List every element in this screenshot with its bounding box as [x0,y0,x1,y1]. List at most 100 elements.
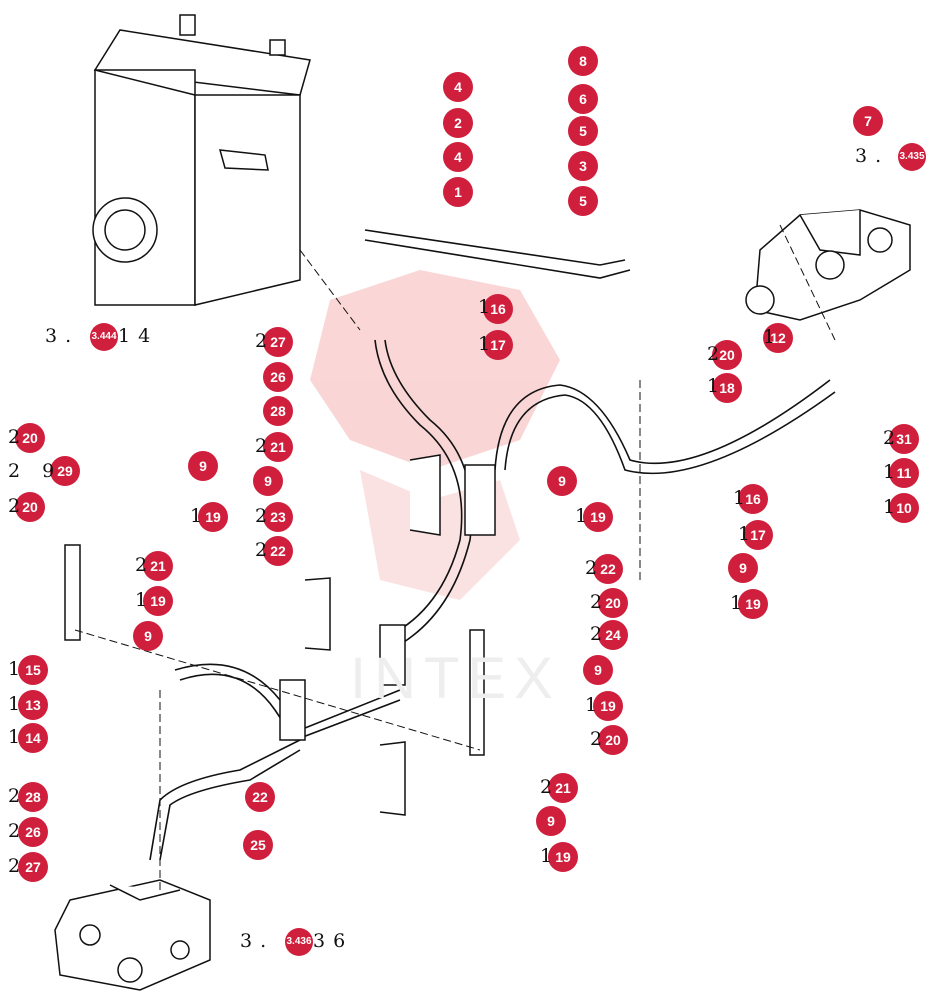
callout-22[interactable]: 22 [245,782,275,812]
reference-3-435-badge[interactable]: 3.435 [898,143,926,171]
label-fragment: 2 [255,505,268,527]
callout-19[interactable]: 19 [198,502,228,532]
callout-18[interactable]: 18 [712,373,742,403]
callout-23[interactable]: 23 [263,502,293,532]
callout-15[interactable]: 15 [18,655,48,685]
label-fragment: 1 [733,487,746,509]
control-valve [54,879,211,991]
callout-25[interactable]: 25 [243,830,273,860]
reference-3-444-badge[interactable]: 3.444 [90,323,118,351]
callout-4[interactable]: 4 [443,142,473,172]
label-fragment: 2 [8,855,21,877]
label-fragment: 2 [8,820,21,842]
label-fragment: 2 [255,435,268,457]
callout-1[interactable]: 1 [443,177,473,207]
callout-2[interactable]: 2 [443,108,473,138]
label-fragment: 1 [8,726,21,748]
callout-29[interactable]: 29 [50,456,80,486]
callout-17[interactable]: 17 [483,330,513,360]
callout-9[interactable]: 9 [188,451,218,481]
callout-10[interactable]: 10 [889,493,919,523]
callout-13[interactable]: 13 [18,690,48,720]
callout-16[interactable]: 16 [738,484,768,514]
callout-9[interactable]: 9 [583,655,613,685]
callout-28[interactable]: 28 [18,782,48,812]
label-fragment: 2 [707,343,720,365]
callout-21[interactable]: 21 [263,432,293,462]
label-fragment: 2 [590,591,603,613]
callout-6[interactable]: 6 [568,84,598,114]
reference-3-436-suffix: 3 6 [313,930,347,952]
callout-9[interactable]: 9 [253,466,283,496]
callout-16[interactable]: 16 [483,294,513,324]
label-2-9: 2 9 [8,460,63,482]
label-fragment: 1 [135,589,148,611]
label-fragment: 2 [135,554,148,576]
label-fragment: 1 [575,505,588,527]
callout-19[interactable]: 19 [593,691,623,721]
callout-20[interactable]: 20 [598,725,628,755]
callout-9[interactable]: 9 [547,466,577,496]
callout-26[interactable]: 26 [263,362,293,392]
callout-17[interactable]: 17 [743,520,773,550]
callout-28[interactable]: 28 [263,396,293,426]
callout-19[interactable]: 19 [738,589,768,619]
label-fragment: 1 [478,333,491,355]
label-fragment: 1 [883,496,896,518]
callout-11[interactable]: 11 [889,458,919,488]
label-fragment: 2 [590,728,603,750]
callout-20[interactable]: 20 [598,588,628,618]
callout-3[interactable]: 3 [568,151,598,181]
label-fragment: 2 [8,785,21,807]
label-fragment: 1 [883,461,896,483]
label-fragment: 2 [255,330,268,352]
callout-9[interactable]: 9 [133,621,163,651]
callout-19[interactable]: 19 [143,586,173,616]
label-fragment: 2 [883,427,896,449]
callout-20[interactable]: 20 [15,492,45,522]
callout-26[interactable]: 26 [18,817,48,847]
hydraulic-tank [92,14,311,306]
callout-24[interactable]: 24 [598,620,628,650]
callout-20[interactable]: 20 [15,423,45,453]
callout-14[interactable]: 14 [18,723,48,753]
callout-27[interactable]: 27 [263,327,293,357]
reference-3-435-prefix: 3 . [855,145,883,167]
watermark-text: INTEX [350,646,561,711]
callout-27[interactable]: 27 [18,852,48,882]
callout-8[interactable]: 8 [568,46,598,76]
callout-4[interactable]: 4 [443,72,473,102]
callout-12[interactable]: 12 [763,323,793,353]
callout-5[interactable]: 5 [568,186,598,216]
callout-9[interactable]: 9 [728,553,758,583]
label-fragment: 1 [763,326,776,348]
label-fragment: 1 [585,694,598,716]
callout-31[interactable]: 31 [889,424,919,454]
label-fragment: 1 [478,296,491,318]
label-fragment: 1 [8,658,21,680]
callout-20[interactable]: 20 [712,340,742,370]
callout-19[interactable]: 19 [583,502,613,532]
callout-21[interactable]: 21 [548,773,578,803]
callout-9[interactable]: 9 [536,806,566,836]
reference-3-444-prefix: 3 . [45,325,73,347]
label-fragment: 2 [255,539,268,561]
reference-3-436-prefix: 3 . [240,930,268,952]
callout-21[interactable]: 21 [143,551,173,581]
label-fragment: 1 [540,845,553,867]
callout-19[interactable]: 19 [548,842,578,872]
watermark-logo [310,270,560,600]
brackets [64,454,496,816]
callout-7[interactable]: 7 [853,106,883,136]
reference-3-444-suffix: 1 4 [118,325,152,347]
reference-3-436-badge[interactable]: 3.436 [285,928,313,956]
hydraulic-pump [745,209,911,321]
callout-5[interactable]: 5 [568,116,598,146]
label-fragment: 1 [8,693,21,715]
label-fragment: 1 [190,505,203,527]
label-fragment: 2 [8,426,21,448]
callout-22[interactable]: 22 [263,536,293,566]
label-fragment: 2 [590,623,603,645]
callout-22[interactable]: 22 [593,554,623,584]
